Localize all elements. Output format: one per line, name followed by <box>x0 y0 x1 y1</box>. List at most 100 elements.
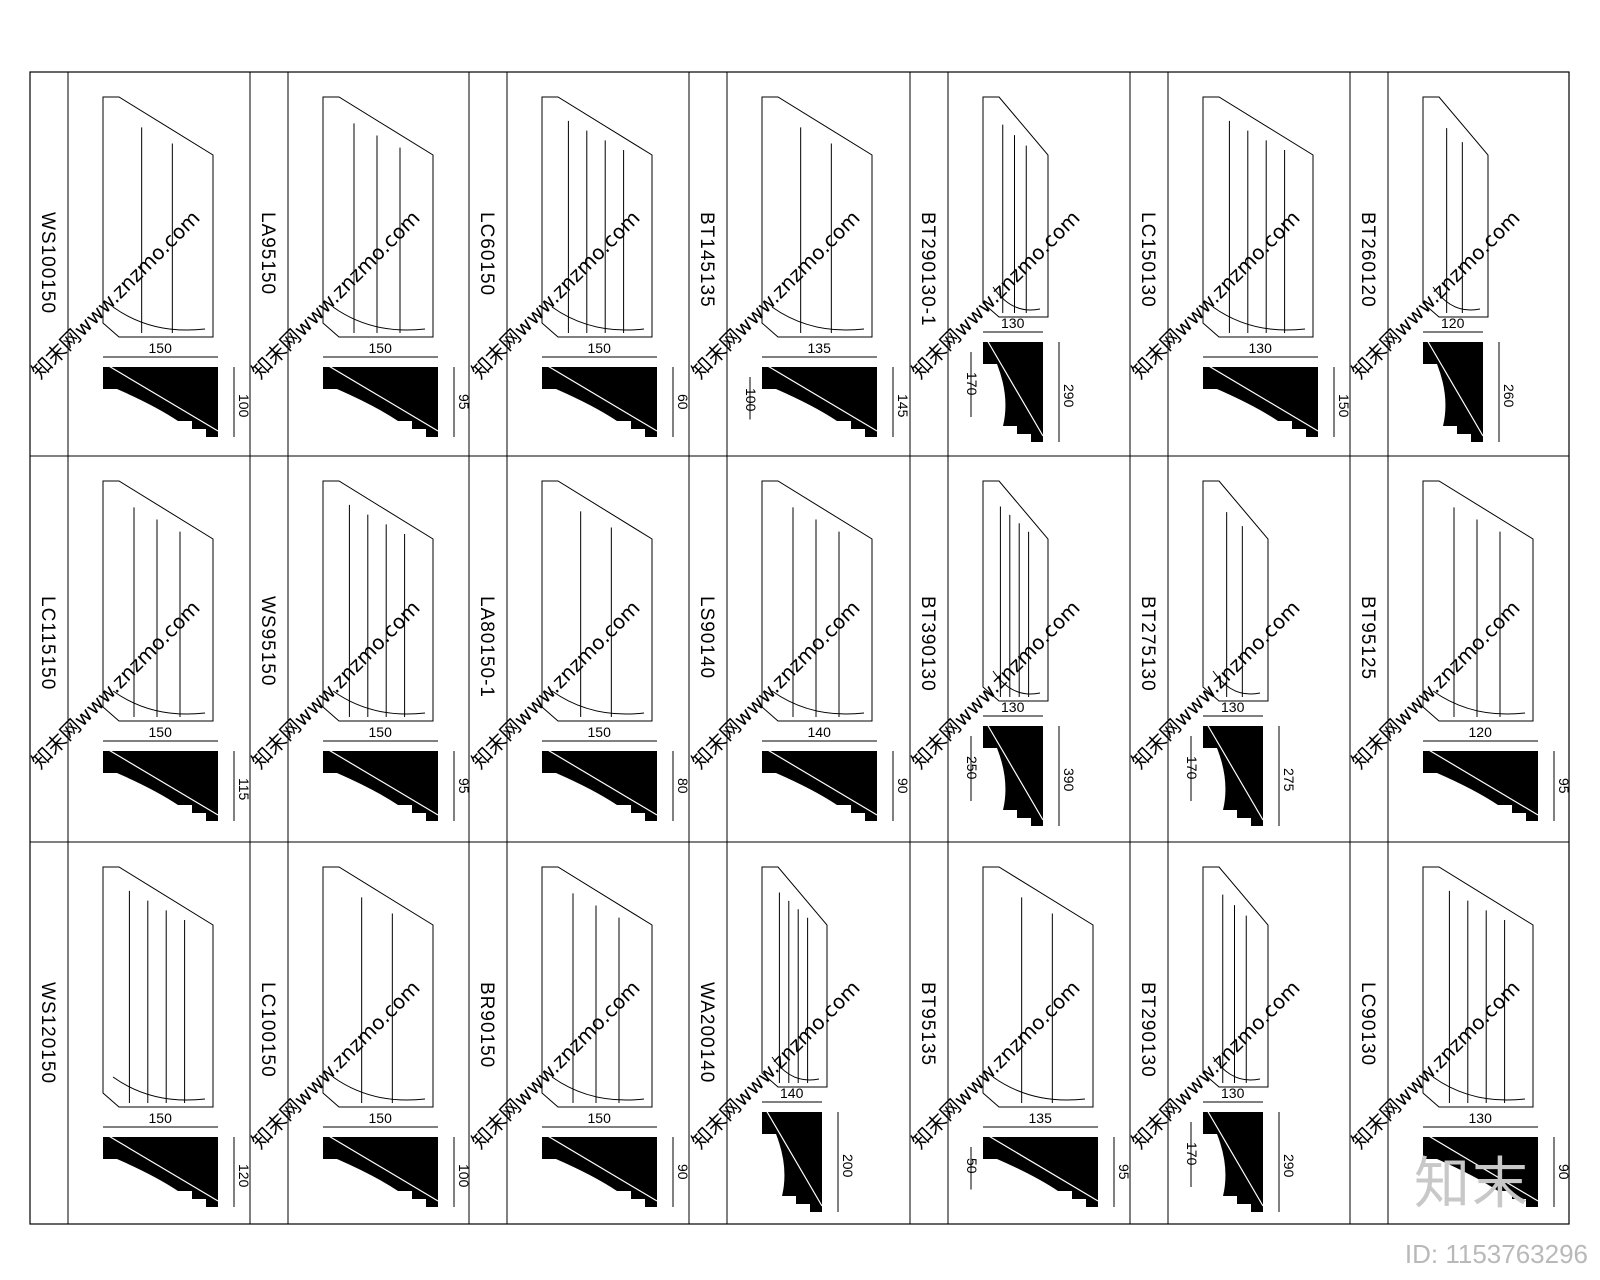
cross-section-highlight <box>1206 364 1319 432</box>
molding-curve-line <box>992 670 1041 695</box>
height-dimension-label: 150 <box>1336 394 1352 418</box>
molding-elevation-outline <box>982 866 1094 1108</box>
molding-elevation-outline <box>541 480 653 722</box>
molding-curve-line <box>332 690 426 715</box>
height-dimension-label: 390 <box>1061 768 1077 792</box>
height-dimension-label: 290 <box>1061 384 1077 408</box>
molding-cross-section <box>103 751 218 821</box>
sheet-border <box>29 71 1570 1225</box>
cross-section-highlight <box>1206 723 1264 821</box>
cross-section-highlight <box>1426 748 1539 816</box>
molding-cross-section <box>103 367 218 437</box>
cross-section-highlight <box>545 364 658 432</box>
molding-cross-section <box>1203 367 1318 437</box>
molding-cross-section <box>103 1137 218 1207</box>
molding-cross-section <box>542 367 657 437</box>
width-dimension-label: 150 <box>588 1110 612 1126</box>
width-dimension-label: 130 <box>1221 1085 1245 1101</box>
width-dimension-label: 130 <box>1001 699 1025 715</box>
height-dimension-label: 100 <box>456 1164 472 1188</box>
molding-cross-section <box>983 726 1043 826</box>
molding-curve-line <box>112 690 206 715</box>
width-dimension-label: 130 <box>1469 1110 1493 1126</box>
molding-elevation-outline <box>1202 96 1314 338</box>
height-dimension-label: 120 <box>236 1164 252 1188</box>
molding-curve-line <box>551 1076 645 1101</box>
width-dimension-label: 135 <box>1029 1110 1053 1126</box>
product-code: LC100150 <box>257 982 278 1078</box>
molding-curve-line <box>1432 690 1526 715</box>
width-dimension-label: 120 <box>1441 315 1465 331</box>
width-dimension-label: 150 <box>588 340 612 356</box>
molding-elevation-outline <box>1422 96 1489 318</box>
molding-elevation-outline <box>322 96 434 338</box>
molding-cross-section <box>1423 342 1483 442</box>
height-dimension-label: 80 <box>675 778 691 794</box>
molding-cross-section <box>542 751 657 821</box>
product-code: BR90150 <box>476 982 497 1068</box>
product-code: WS95150 <box>257 596 278 686</box>
height-dimension-label: 260 <box>1501 384 1517 408</box>
catalog-cell: BR90150 150 90 <box>476 866 691 1207</box>
molding-cross-section <box>1423 1137 1538 1207</box>
molding-curve-line <box>1212 1056 1261 1081</box>
molding-elevation-outline <box>1202 866 1269 1088</box>
catalog-cell: BT260120 120 260 <box>1357 96 1517 442</box>
width-dimension-label: 150 <box>149 1110 173 1126</box>
width-dimension-label: 150 <box>588 724 612 740</box>
molding-curve-line <box>992 286 1041 311</box>
height-dimension-label: 200 <box>840 1154 856 1178</box>
molding-elevation-outline <box>541 866 653 1108</box>
molding-curve-line <box>112 306 206 331</box>
molding-cross-section <box>762 751 877 821</box>
molding-elevation-outline <box>322 866 434 1108</box>
molding-elevation-outline <box>1422 866 1534 1108</box>
cross-section-highlight <box>545 748 658 816</box>
watermark-brand-logo: 知末 <box>1414 1152 1530 1217</box>
height-dimension-label: 95 <box>456 778 472 794</box>
height-dimension-label: 95 <box>1556 778 1572 794</box>
product-code: BT260120 <box>1357 212 1378 308</box>
height-dimension-label: 90 <box>675 1164 691 1180</box>
molding-curve-line <box>1432 286 1481 311</box>
cross-section-highlight <box>106 364 219 432</box>
molding-elevation-outline <box>761 96 873 338</box>
molding-elevation-outline <box>982 96 1049 318</box>
cross-section-highlight <box>986 1134 1099 1202</box>
molding-cross-section <box>323 1137 438 1207</box>
height-dimension-label: 145 <box>895 394 911 418</box>
width-dimension-label: 130 <box>1001 315 1025 331</box>
molding-curve-line <box>332 1076 426 1101</box>
molding-curve-line <box>332 306 426 331</box>
molding-elevation-outline <box>322 480 434 722</box>
extra-dimension-label: 50 <box>964 1158 980 1174</box>
width-dimension-label: 150 <box>369 340 393 356</box>
product-code: BT95135 <box>917 982 938 1066</box>
height-dimension-label: 60 <box>675 394 691 410</box>
cross-section-highlight <box>545 1134 658 1202</box>
extra-dimension-label: 170 <box>1184 1142 1200 1166</box>
molding-elevation-outline <box>1202 480 1269 702</box>
product-code: LA95150 <box>257 212 278 295</box>
molding-cross-section <box>762 367 877 437</box>
catalog-grid <box>29 71 1570 1225</box>
cross-section-highlight <box>106 748 219 816</box>
extra-dimension-label: 100 <box>743 388 759 412</box>
product-code: WA200140 <box>696 982 717 1083</box>
height-dimension-label: 100 <box>236 394 252 418</box>
